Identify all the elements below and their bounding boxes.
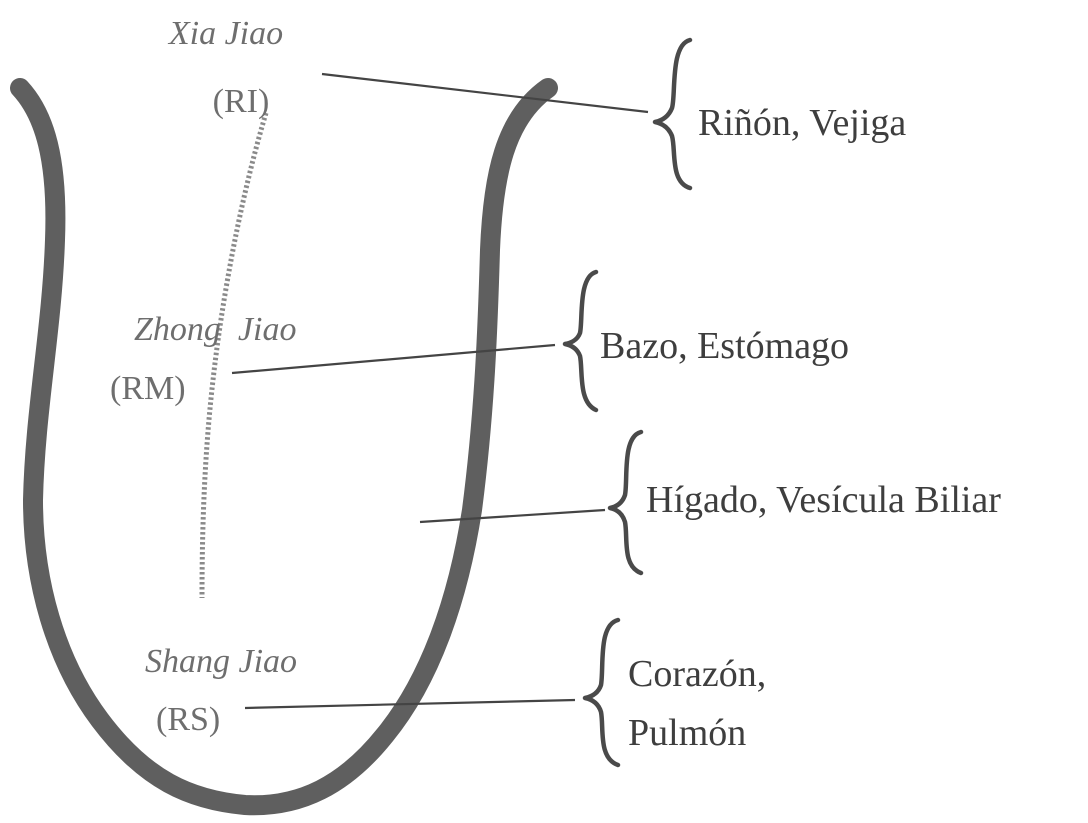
xia-jiao-brace (652, 37, 693, 191)
xia-jiao-leader (321, 72, 649, 114)
zhong-jiao-organs: Bazo, Estómago (600, 325, 849, 367)
zhong-jiao-name: Zhong Jiao (134, 311, 296, 348)
xia-jiao-organs: Riñón, Vejiga (698, 102, 906, 144)
shang-jiao-code: (RS) (156, 701, 220, 738)
zhong-jiao-brace (562, 269, 599, 413)
liver-leader (419, 508, 606, 524)
xia-jiao-code: (RI) (213, 83, 270, 120)
shang-jiao-organs-line2: Pulmón (628, 712, 746, 754)
liver-organs: Hígado, Vesícula Biliar (646, 479, 1001, 521)
shang-jiao-name: Shang Jiao (145, 643, 297, 680)
tongue-midline (199, 112, 269, 599)
shang-jiao-organs-line1: Corazón, (628, 653, 766, 695)
shang-jiao-leader (244, 698, 576, 710)
xia-jiao-name: Xia Jiao (167, 15, 283, 52)
zhong-jiao-leader (231, 343, 556, 375)
zhong-jiao-code: (RM) (110, 370, 186, 407)
liver-brace (607, 429, 644, 576)
shang-jiao-brace (582, 617, 621, 768)
tongue-outline (10, 78, 558, 816)
